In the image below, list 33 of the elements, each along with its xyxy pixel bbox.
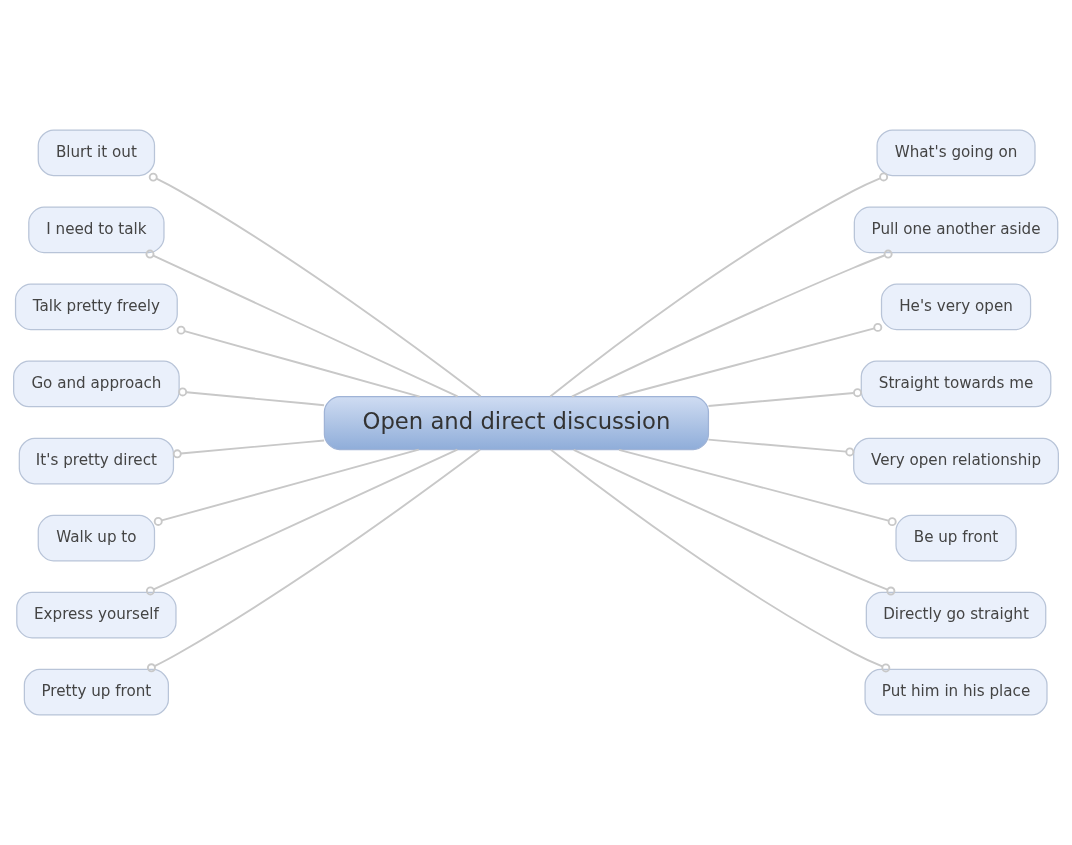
connector <box>707 388 862 407</box>
node-box: Open and direct discussion <box>323 395 710 451</box>
connector <box>549 172 889 398</box>
node-box: Very open relationship <box>853 437 1059 485</box>
node-box: Be up front <box>895 514 1017 562</box>
connector <box>148 172 482 398</box>
connector <box>172 439 325 459</box>
node-box: Express yourself <box>16 591 177 639</box>
node-box: He's very open <box>880 283 1032 331</box>
node-box: Straight towards me <box>860 360 1052 408</box>
node-box: Talk pretty freely <box>14 283 178 331</box>
connector <box>145 249 459 398</box>
connector <box>146 448 481 673</box>
connector <box>549 448 891 673</box>
node-box: It's pretty direct <box>18 437 175 485</box>
connector <box>707 438 855 457</box>
node-box: What's going on <box>876 129 1036 177</box>
connector <box>617 322 883 398</box>
node-box: Go and approach <box>13 360 180 408</box>
connector <box>570 249 893 398</box>
connector <box>572 448 896 596</box>
node-box: Walk up to <box>37 514 156 562</box>
node-box: Blurt it out <box>37 129 156 177</box>
node-box: Directly go straight <box>865 591 1047 639</box>
connector <box>145 448 459 596</box>
connector <box>176 325 421 398</box>
connector <box>153 448 420 526</box>
node-box: I need to talk <box>28 206 165 254</box>
connector <box>618 448 897 527</box>
connector <box>178 387 325 407</box>
node-box: Put him in his place <box>864 668 1048 716</box>
node-box: Pull one another aside <box>853 206 1059 254</box>
node-box: Pretty up front <box>23 668 169 716</box>
